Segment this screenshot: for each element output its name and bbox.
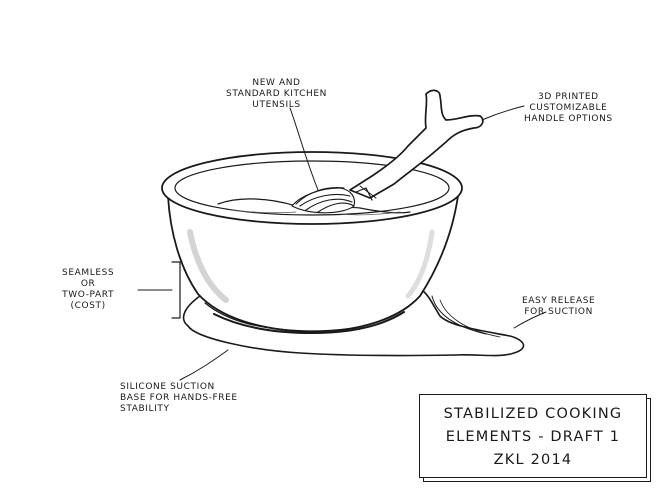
label-line: BASE FOR HANDS-FREE — [120, 393, 238, 404]
label-handle: 3D PRINTED CUSTOMIZABLE HANDLE OPTIONS — [524, 92, 613, 125]
label-line: FOR SUCTION — [522, 307, 595, 318]
leader-handle — [482, 106, 524, 120]
label-line: TWO-PART — [62, 290, 114, 301]
label-seamless: SEAMLESS OR TWO-PART (COST) — [62, 268, 114, 312]
label-release: EASY RELEASE FOR SUCTION — [522, 296, 595, 318]
title-line-1: STABILIZED COOKING — [420, 403, 646, 426]
title-line-2: ELEMENTS - DRAFT 1 — [420, 426, 646, 449]
title-block: STABILIZED COOKING ELEMENTS - DRAFT 1 ZK… — [419, 394, 647, 478]
label-line: STANDARD KITCHEN — [226, 89, 327, 100]
label-line: STABILITY — [120, 404, 238, 415]
bracket-seamless — [172, 262, 180, 318]
title-line-3: ZKL 2014 — [420, 449, 646, 472]
label-line: HANDLE OPTIONS — [524, 114, 613, 125]
label-silicone: SILICONE SUCTION BASE FOR HANDS-FREE STA… — [120, 382, 238, 415]
label-line: SILICONE SUCTION — [120, 382, 238, 393]
label-line: UTENSILS — [226, 100, 327, 111]
label-line: OR — [62, 279, 114, 290]
label-line: SEAMLESS — [62, 268, 114, 279]
label-line: NEW AND — [226, 78, 327, 89]
label-line: 3D PRINTED — [524, 92, 613, 103]
leader-silicone — [180, 350, 228, 380]
label-utensils: NEW AND STANDARD KITCHEN UTENSILS — [226, 78, 327, 111]
label-line: (COST) — [62, 301, 114, 312]
label-line: EASY RELEASE — [522, 296, 595, 307]
label-line: CUSTOMIZABLE — [524, 103, 613, 114]
